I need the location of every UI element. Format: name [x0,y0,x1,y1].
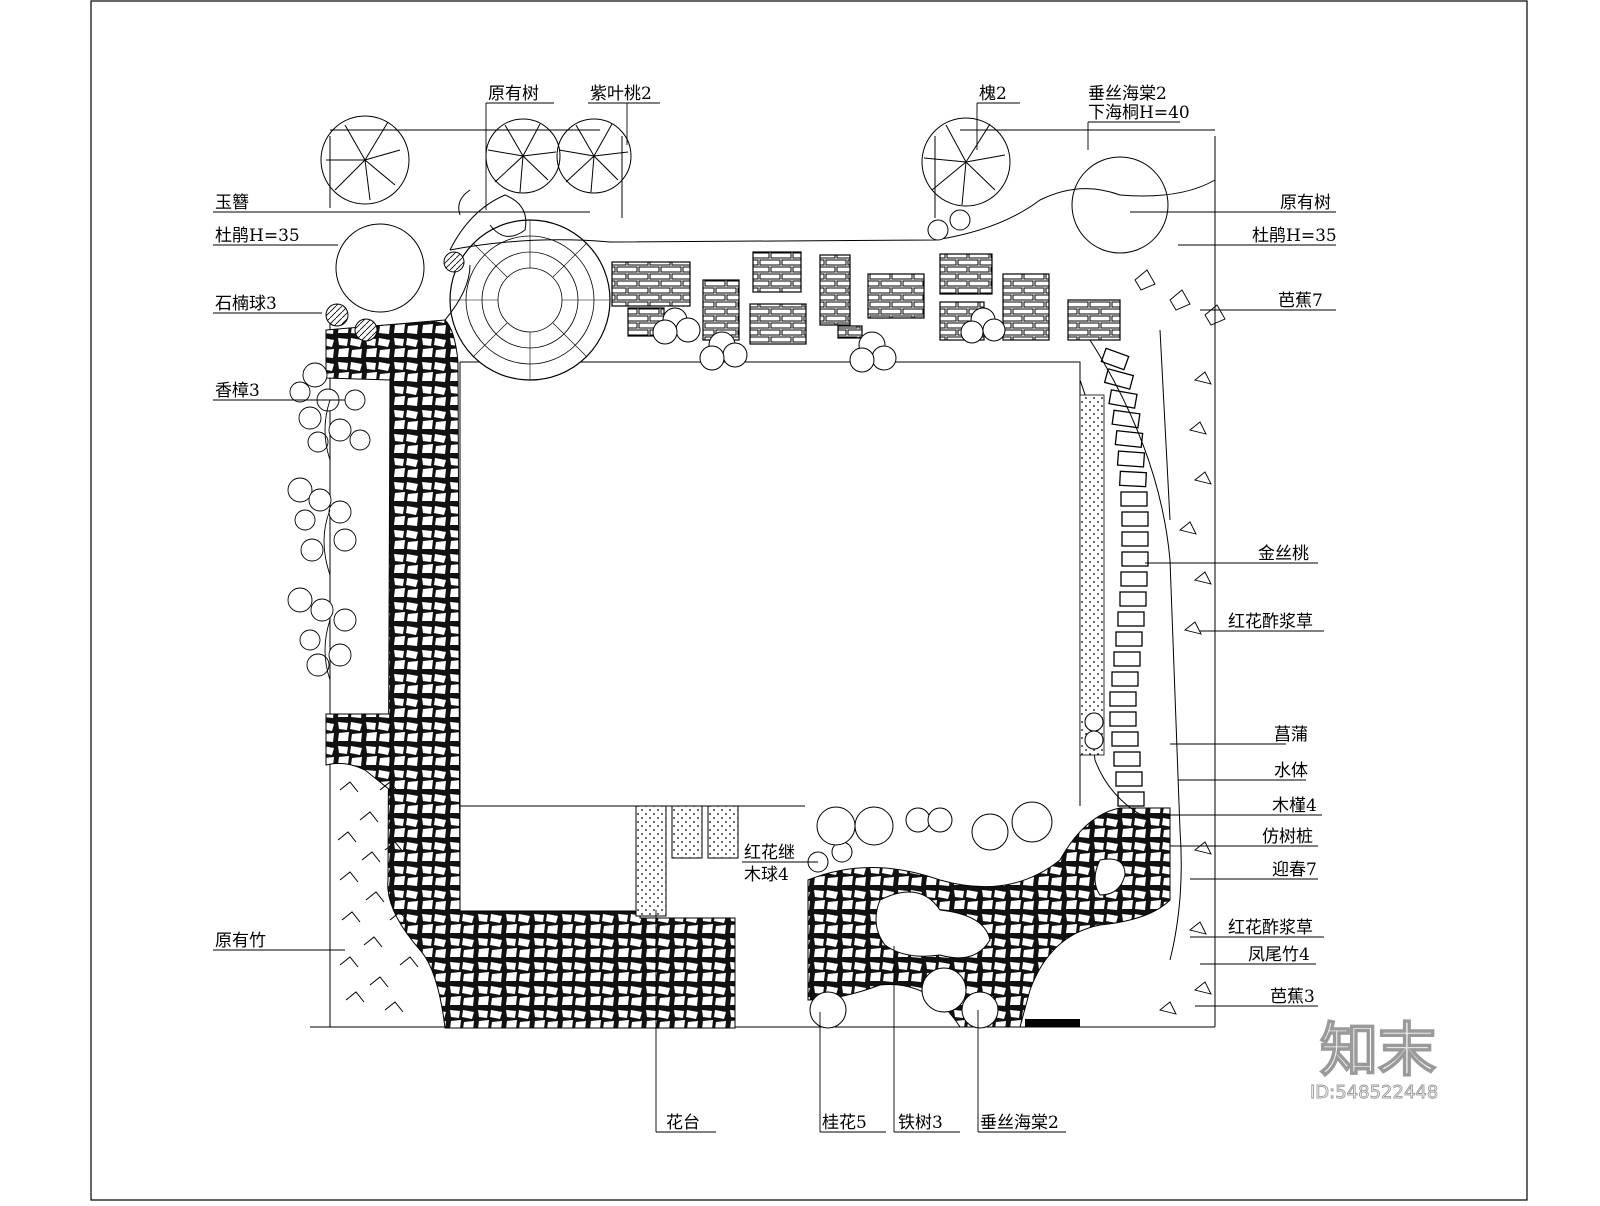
round-trees-bottom [809,801,1053,1029]
paving-path-left [325,319,736,1029]
shrub-spiral-group [449,189,527,251]
brick-paving-blocks [611,251,1121,345]
leader-lines [213,102,1336,1133]
flower-bed-1 [635,805,667,917]
label-honghuaji-2: 木球4 [744,865,789,885]
tree-huai [921,117,1011,207]
small-shrubs [325,209,1104,873]
label-yuzan: 玉簪 [215,193,249,213]
watermark-logo: 知末 [1320,1016,1436,1084]
label-tieshu: 铁树3 [898,1113,943,1133]
label-jinsitao: 金丝桃 [1258,544,1309,564]
circular-plaza [449,219,611,381]
pond-left [875,891,991,959]
plant-labels: 原有树 紫叶桃2 槐2 垂丝海棠2 下海桐H=40 玉簪 杜鹃H=35 石楠球3… [215,84,1337,1133]
cloud-shrubs [652,307,1006,373]
top-path-edges [444,179,1216,321]
tree-symbols [320,115,1169,313]
label-mujin: 木槿4 [1272,796,1317,816]
label-yingchun: 迎春7 [1272,860,1317,880]
tree-yuanyoushu-top-right [1071,156,1169,254]
label-chuisi-haitang-bottom: 垂丝海棠2 [980,1113,1059,1133]
label-honghua-cujiangcao-2: 红花酢浆草 [1228,918,1313,938]
watermark-id: ID:548522448 [1310,1082,1438,1103]
label-chuisi-haitang-top: 垂丝海棠2 [1088,84,1167,104]
pond-right [1094,858,1126,896]
label-yuanyoushu-top: 原有树 [488,84,539,104]
label-huatai: 花台 [666,1113,700,1133]
label-huai: 槐2 [979,84,1007,104]
tree-yuanyoushu-top-left [320,115,410,205]
watermark: 知末 ID:548522448 [1310,1015,1439,1103]
right-edge-plants [1134,269,1226,1015]
label-bajiao3: 芭蕉3 [1270,987,1315,1007]
label-changpu: 菖蒲 [1274,725,1308,745]
label-ziyetao: 紫叶桃2 [590,84,652,104]
label-shinanqiu: 石楠球3 [215,294,277,314]
label-guihua: 桂花5 [822,1113,867,1133]
paving-path-left-lower [325,713,391,792]
label-yuanyoushu-right: 原有树 [1280,193,1331,213]
bamboo-clumps [337,781,419,1013]
flower-bed-3 [707,805,739,859]
label-dujuan-left: 杜鹃H=35 [215,226,300,246]
label-fangshuzhuang: 仿树桩 [1262,827,1313,847]
dotted-planting-strip [1079,394,1105,756]
label-honghuaji-1: 红花继 [744,843,795,863]
label-yuanyouzhu: 原有竹 [215,931,266,951]
label-xiahaitong: 下海桐H=40 [1088,103,1190,123]
label-shuiti: 水体 [1274,761,1308,781]
label-honghua-cujiangcao-1: 红花酢浆草 [1228,612,1313,632]
stump-base [1025,1019,1080,1027]
paving-path-bottom-right [807,807,1171,1028]
label-fengweizhu: 凤尾竹4 [1248,945,1310,965]
tree-left-outline [335,223,425,313]
label-xiangzhang: 香樟3 [215,381,260,401]
tree-ziyetao-2 [556,118,632,194]
camphor-trees [287,362,371,681]
label-dujuan-right: 杜鹃H=35 [1252,226,1337,246]
label-bajiao7: 芭蕉7 [1278,291,1323,311]
stepping-stones [1100,347,1149,807]
flower-bed-2 [671,805,703,859]
